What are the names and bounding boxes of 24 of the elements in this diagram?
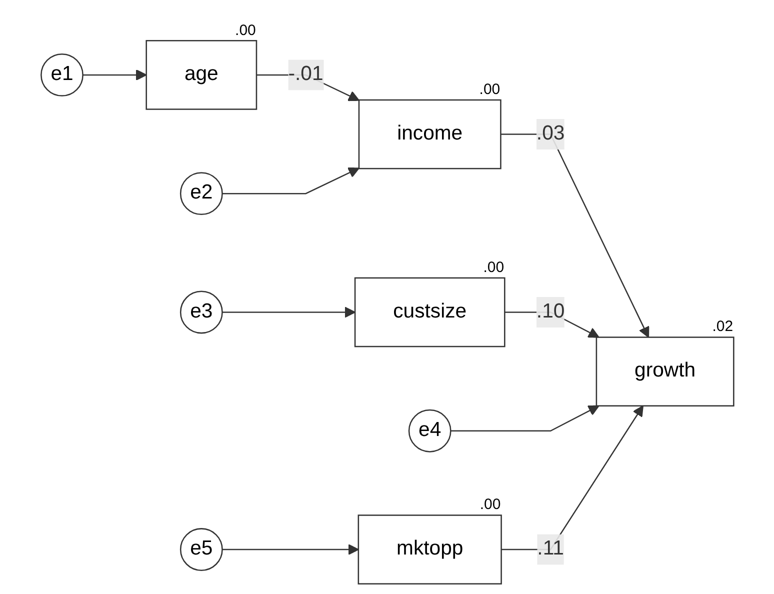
arrow bbox=[222, 306, 356, 318]
edge-label: .03 bbox=[536, 122, 564, 144]
node-box: income bbox=[358, 99, 501, 170]
node-circle: e3 bbox=[180, 290, 222, 334]
node-box: growth bbox=[595, 336, 734, 406]
r-squared-value: .00 bbox=[480, 497, 501, 512]
arrow bbox=[82, 69, 146, 81]
r-squared-value: .00 bbox=[235, 22, 256, 38]
arrow bbox=[222, 167, 360, 194]
node-circle: e4 bbox=[408, 409, 451, 452]
r-squared-value: .00 bbox=[483, 260, 504, 275]
r-squared-value: .02 bbox=[712, 319, 734, 334]
node-circle: e2 bbox=[180, 172, 222, 216]
edge-label: -.01 bbox=[288, 64, 323, 86]
edge-label: .11 bbox=[536, 538, 564, 560]
node-box: mktopp bbox=[357, 514, 502, 584]
node-box: age bbox=[145, 40, 257, 110]
node-box: custsize bbox=[354, 277, 505, 348]
arrow bbox=[222, 544, 358, 556]
arrow bbox=[450, 405, 599, 432]
edge-label: .10 bbox=[536, 300, 564, 322]
r-squared-value: .00 bbox=[479, 82, 500, 97]
node-circle: e1 bbox=[40, 53, 84, 96]
node-circle: e5 bbox=[180, 528, 222, 571]
